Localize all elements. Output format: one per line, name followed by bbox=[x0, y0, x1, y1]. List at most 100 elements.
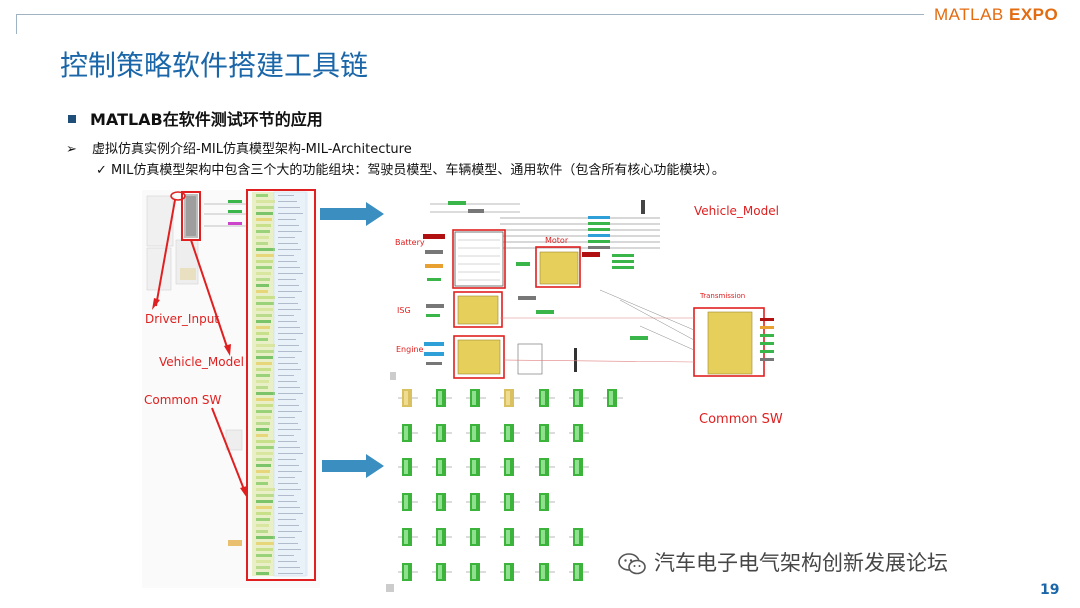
column-block bbox=[256, 326, 270, 329]
column-block bbox=[256, 224, 271, 227]
column-block bbox=[256, 536, 275, 539]
sw-module-highlight bbox=[404, 426, 408, 440]
label-driver-input: Driver_Input bbox=[145, 312, 219, 326]
column-block bbox=[256, 416, 271, 419]
bullet-square-icon bbox=[68, 114, 76, 123]
column-block bbox=[256, 200, 275, 203]
column-block bbox=[256, 518, 270, 521]
column-text-line bbox=[278, 423, 298, 424]
column-text-line bbox=[278, 453, 303, 454]
sw-module-highlight bbox=[438, 460, 442, 474]
column-block bbox=[256, 524, 269, 527]
label-engine: Engine bbox=[396, 345, 423, 354]
sw-module-highlight bbox=[472, 530, 476, 544]
column-text-line bbox=[278, 237, 295, 238]
column-text-line bbox=[278, 429, 301, 430]
sw-module-highlight bbox=[575, 460, 579, 474]
sw-module-highlight bbox=[506, 391, 510, 405]
sw-module-highlight bbox=[438, 426, 442, 440]
bullet-detail: ✓ MIL仿真模型架构中包含三个大的功能组块：驾驶员模型、车辆模型、通用软件（包… bbox=[96, 163, 725, 178]
column-text-line bbox=[278, 345, 299, 346]
column-block bbox=[256, 218, 272, 221]
sw-module-highlight bbox=[575, 530, 579, 544]
column-block bbox=[256, 320, 271, 323]
label-vehicle-model: Vehicle_Model bbox=[694, 204, 779, 218]
column-block bbox=[256, 482, 268, 485]
column-block bbox=[256, 446, 274, 449]
sw-module-highlight bbox=[438, 495, 442, 509]
column-block bbox=[256, 308, 273, 311]
column-block bbox=[256, 542, 274, 545]
sw-module-highlight bbox=[541, 460, 545, 474]
column-block bbox=[256, 392, 275, 395]
column-text-line bbox=[278, 273, 303, 274]
column-block bbox=[256, 350, 274, 353]
column-text-line bbox=[278, 381, 297, 382]
column-block bbox=[256, 212, 273, 215]
column-text-line bbox=[278, 513, 303, 514]
label-common-sw: Common SW bbox=[699, 412, 783, 427]
sw-module-highlight bbox=[575, 565, 579, 579]
column-block bbox=[256, 272, 271, 275]
column-text-line bbox=[278, 441, 297, 442]
column-text-line bbox=[278, 561, 297, 562]
column-text-line bbox=[278, 231, 302, 232]
column-text-line bbox=[278, 489, 301, 490]
column-block bbox=[256, 260, 273, 263]
sw-module-highlight bbox=[575, 391, 579, 405]
column-block bbox=[256, 380, 269, 383]
column-block bbox=[256, 230, 270, 233]
bullet-main: MATLAB在软件测试环节的应用 bbox=[68, 106, 323, 130]
label-motor: Motor bbox=[545, 236, 569, 245]
column-text-line bbox=[278, 363, 298, 364]
column-block bbox=[256, 428, 269, 431]
column-text-line bbox=[278, 243, 298, 244]
wechat-icon bbox=[618, 553, 646, 575]
column-text-line bbox=[278, 387, 300, 388]
arrow-bullet-icon: ➢ bbox=[66, 142, 77, 157]
sw-module-highlight bbox=[609, 391, 613, 405]
sw-module-highlight bbox=[472, 426, 476, 440]
column-text-line bbox=[278, 261, 297, 262]
column-block bbox=[256, 458, 272, 461]
column-block bbox=[256, 284, 269, 287]
column-text-line bbox=[278, 249, 301, 250]
column-block bbox=[256, 404, 273, 407]
column-text-line bbox=[278, 333, 303, 334]
column-text-line bbox=[278, 357, 295, 358]
column-text-line bbox=[278, 399, 296, 400]
column-block bbox=[256, 500, 273, 503]
sw-module-highlight bbox=[575, 426, 579, 440]
column-text-line bbox=[278, 573, 303, 574]
sw-module-highlight bbox=[472, 460, 476, 474]
column-block bbox=[256, 278, 270, 281]
column-text-line bbox=[278, 327, 300, 328]
sw-module-highlight bbox=[541, 391, 545, 405]
column-text-line bbox=[278, 483, 298, 484]
column-text-line bbox=[278, 501, 297, 502]
column-text-line bbox=[278, 267, 300, 268]
column-block bbox=[256, 530, 268, 533]
brand-logo: MATLAB EXPO bbox=[934, 5, 1059, 24]
column-block bbox=[256, 344, 275, 347]
page-title: 控制策略软件搭建工具链 bbox=[60, 49, 369, 82]
column-text-line bbox=[278, 531, 302, 532]
sw-module-highlight bbox=[506, 460, 510, 474]
column-text-line bbox=[278, 525, 299, 526]
sw-module-highlight bbox=[541, 426, 545, 440]
column-block bbox=[256, 266, 272, 269]
column-block bbox=[256, 206, 274, 209]
label-battery: Battery bbox=[395, 238, 425, 247]
column-block bbox=[256, 314, 272, 317]
column-text-line bbox=[278, 351, 302, 352]
column-text-line bbox=[278, 543, 298, 544]
sw-module-highlight bbox=[506, 530, 510, 544]
sw-module-highlight bbox=[438, 565, 442, 579]
column-text-line bbox=[278, 207, 300, 208]
vehicle-model-diagram: Vehicle_Model Battery Motor ISG Engine T… bbox=[388, 196, 788, 382]
arrow-to-vehicle-model bbox=[320, 202, 384, 226]
column-text-line bbox=[278, 219, 296, 220]
column-text-line bbox=[278, 369, 301, 370]
column-block bbox=[256, 488, 275, 491]
